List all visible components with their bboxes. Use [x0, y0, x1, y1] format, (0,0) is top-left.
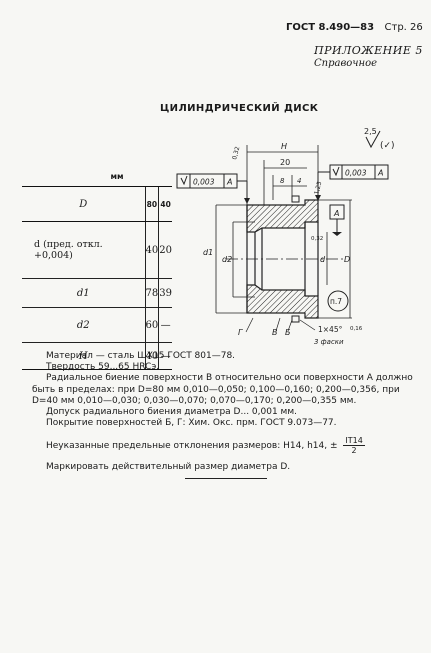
datum-ref: A	[377, 169, 383, 178]
note-marking: Маркировать действительный размер диамет…	[46, 462, 291, 473]
note-hardness: Твердость 59...65 HRCэ.	[46, 362, 160, 373]
dimension-lines-top: H 20 8 4 0,32 1,25	[231, 142, 323, 205]
document-header: ГОСТ 8.490—83 Стр. 26	[286, 22, 423, 33]
chamfer-size: 1×45°	[318, 325, 343, 334]
bottom-leaders: Г В Б 1×45° 3 фаски	[238, 317, 344, 346]
label-b: Б	[285, 328, 291, 337]
row-col-2: —	[158, 307, 172, 343]
end-rule	[185, 478, 267, 479]
roughness-inner: 0,32	[311, 236, 323, 242]
datum-ref: A	[226, 178, 232, 187]
standard-code: ГОСТ 8.490—83	[286, 22, 375, 33]
row-col-1: 40	[144, 221, 159, 279]
header-col-1: 80	[144, 186, 159, 222]
note-runout-3: D=40 мм 0,010—0,030; 0,030—0,070; 0,070—…	[32, 395, 357, 406]
appendix-title: ПРИЛОЖЕНИЕ 5	[314, 44, 423, 57]
dimension-8: 8	[280, 177, 285, 185]
table-row: H 40 —	[22, 342, 172, 370]
tolerance-frame-right: 0,003 A	[315, 164, 389, 201]
header-col-2: 40	[158, 186, 172, 222]
roughness-032: 0,32	[231, 146, 241, 161]
page-number: Стр. 26	[384, 22, 423, 33]
note-material: Материал — сталь ШХ15 ГОСТ 801—78.	[46, 351, 236, 361]
label-v: В	[272, 328, 278, 337]
roughness-value: 2,5	[364, 127, 377, 136]
dimensions-table: мм D 80 40 d (пред. откл. +0,004) 40 20 …	[22, 166, 172, 370]
item-label: п.7	[330, 297, 342, 306]
fraction-denominator: 2	[351, 446, 357, 456]
datum-a-label: A	[333, 209, 339, 218]
label-D: D	[344, 255, 350, 264]
table-unit-row: мм	[22, 166, 172, 187]
table-row: d1 78 39	[22, 278, 172, 308]
fraction-numerator: IT14	[343, 436, 365, 447]
roughness-outer: 0,16	[350, 326, 363, 332]
item-bubble: п.7	[327, 290, 349, 312]
deviations-text: Неуказанные предельные отклонения размер…	[46, 441, 338, 452]
deviations-fraction: IT14 2	[343, 436, 365, 456]
tolerance-value: 0,003	[345, 169, 367, 178]
note-coating: Покрытие поверхностей Б, Г: Хим. Окс. пр…	[46, 418, 337, 429]
dimension-h: H	[281, 142, 287, 151]
row-param: d (пред. откл. +0,004)	[22, 221, 146, 279]
note-runout-2: быть в пределах: при D=80 мм 0,010—0,050…	[32, 384, 400, 395]
dimension-4: 4	[297, 177, 301, 185]
note-runout-1: Радиальное биение поверхности В относите…	[46, 373, 413, 384]
appendix-subtitle: Справочное	[314, 58, 378, 69]
row-col-1: 78	[144, 278, 159, 308]
page-title: ЦИЛИНДРИЧЕСКИЙ ДИСК	[160, 103, 319, 114]
label-d1: d1	[203, 248, 213, 257]
technical-notes: Материал — сталь ШХ15 ГОСТ 801—78. Тверд…	[32, 351, 426, 474]
row-col-2: 20	[158, 221, 172, 279]
row-col-2: 39	[158, 278, 172, 308]
table-row: d (пред. откл. +0,004) 40 20	[22, 221, 172, 279]
roughness-125: 1,25	[313, 181, 323, 196]
tolerance-frame-left: 0,003 A	[176, 173, 250, 204]
table-unit: мм	[22, 166, 172, 187]
note-deviations: Неуказанные предельные отклонения размер…	[46, 436, 426, 455]
row-param: H	[22, 342, 146, 370]
row-col-1: 60	[144, 307, 159, 343]
label-d: d	[320, 255, 326, 264]
diameter-dimensions: d1 d2 d D 0,32 0,16	[203, 199, 363, 332]
row-col-1: 40	[144, 342, 159, 370]
tolerance-value: 0,003	[193, 178, 215, 187]
chamfer-note: 3 фаски	[314, 338, 344, 346]
note-tolerance: Допуск радиального биения диаметра D... …	[46, 407, 297, 418]
label-g: Г	[238, 328, 243, 337]
table-header-row: D 80 40	[22, 186, 172, 222]
roughness-paren: (✓)	[380, 141, 395, 151]
table-row: d2 60 —	[22, 307, 172, 343]
label-d2: d2	[222, 255, 232, 264]
roughness-symbol: 2,5 (✓)	[364, 127, 395, 151]
row-param: d1	[22, 278, 146, 308]
dimension-20: 20	[280, 158, 290, 167]
row-param: d2	[22, 307, 146, 343]
part-section	[226, 195, 345, 323]
row-col-2: —	[158, 342, 172, 370]
datum-a-box: A	[329, 204, 345, 236]
header-param: D	[22, 186, 146, 222]
